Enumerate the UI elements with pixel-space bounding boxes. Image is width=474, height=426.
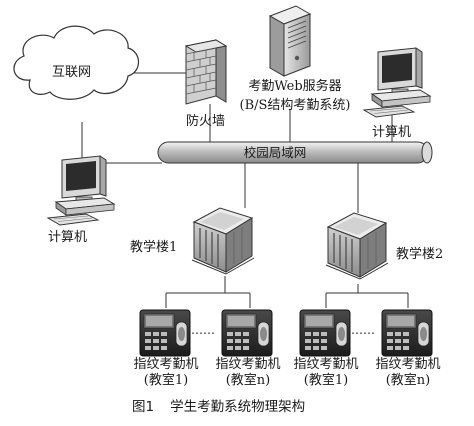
device-label: 指纹考勤机 — [293, 357, 359, 372]
server-sublabel: (B/S结构考勤系统) — [239, 98, 351, 113]
ellipsis-right: …… — [351, 323, 375, 337]
fingerprint-device-icon — [381, 309, 433, 357]
lan-bus — [157, 141, 433, 164]
device-label: 指纹考勤机 — [375, 357, 441, 372]
firewall-icon — [184, 39, 228, 105]
fingerprint-device-icon — [139, 309, 191, 357]
figure-title: 学生考勤系统物理架构 — [170, 399, 306, 415]
building-2-icon — [325, 212, 389, 280]
computer-left-label: 计算机 — [48, 230, 88, 245]
link-building1-devices — [165, 276, 251, 308]
figure-number: 图1 — [132, 399, 155, 415]
device-room-label: (教室1) — [143, 373, 189, 388]
server-icon — [268, 5, 312, 77]
cloud-icon — [13, 25, 140, 100]
device-room-label: (教室n) — [225, 373, 271, 388]
lan-label: 校园局域网 — [243, 145, 307, 160]
server-label: 考勤Web服务器 — [248, 79, 342, 94]
building-2-label: 教学楼2 — [396, 247, 444, 262]
device-room-label: (教室1) — [303, 373, 349, 388]
link-building2-devices — [325, 284, 409, 308]
building-1-label: 教学楼1 — [130, 240, 178, 255]
fingerprint-device-icon — [299, 309, 351, 357]
ellipsis-left: …… — [191, 323, 215, 337]
device-room-label: (教室n) — [385, 373, 431, 388]
device-label: 指纹考勤机 — [133, 357, 199, 372]
building-1-icon — [191, 207, 255, 275]
firewall-label: 防火墙 — [186, 114, 226, 129]
figure-caption: 图1 学生考勤系统物理架构 — [132, 398, 305, 416]
internet-label: 互联网 — [52, 65, 92, 80]
fingerprint-device-icon — [221, 309, 273, 357]
device-label: 指纹考勤机 — [215, 357, 281, 372]
computer-right-icon — [363, 47, 431, 118]
computer-right-label: 计算机 — [372, 125, 412, 140]
computer-left-icon — [47, 155, 115, 226]
